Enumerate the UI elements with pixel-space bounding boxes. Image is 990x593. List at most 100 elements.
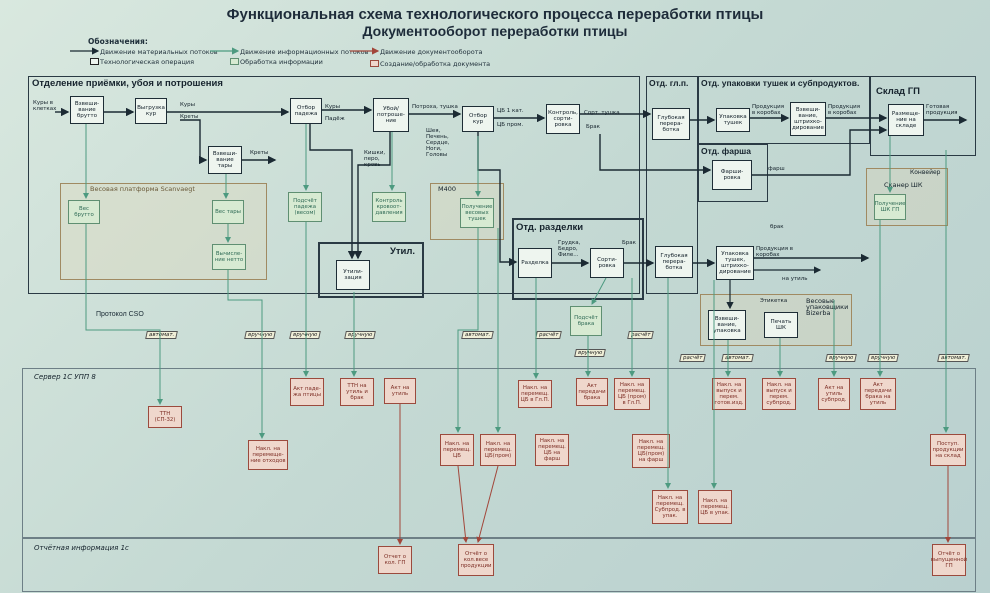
label-padezh: Падёж — [325, 116, 345, 122]
op-sorting-2: Сорти-ровка — [590, 248, 624, 278]
doc-receipt-warehouse: Поступ. продукции на склад — [930, 434, 966, 466]
info-to-ttn — [85, 224, 163, 405]
label-defect: Брак — [586, 124, 600, 130]
legend-doc-create: Создание/обработка документа — [380, 60, 491, 68]
label-kury: Куры — [180, 102, 195, 108]
op-utilization: Утили-зация — [336, 260, 370, 290]
info-to-waste — [227, 270, 265, 439]
doc-nakl-sub-pack: Накл. на перемещ. Субпрод. в упак. — [652, 490, 688, 524]
doc-nakl-cb-gp: Накл. на перемещ. ЦБ в Гл.П. — [518, 380, 552, 408]
flow-control-farsh — [599, 134, 712, 175]
label-cb-prom: ЦБ пром. — [497, 122, 524, 128]
doc-act-sub-util: Акт на утиль субпрод. — [818, 378, 850, 410]
info-to-nakl — [455, 228, 479, 433]
section-server-label: Сервер 1С УПП 8 — [34, 373, 96, 381]
diagram-title: Функциональная схема технологического пр… — [226, 6, 764, 23]
info-barcode-receive: Получение ШК ГП — [874, 194, 906, 220]
section-util-label: Утил. — [390, 246, 416, 257]
info-m400-receive: Получение весовых тушек — [460, 198, 494, 228]
doc-act-defect: Акт передачи брака — [576, 378, 608, 406]
section-server — [22, 368, 976, 538]
info-defect-count: Подсчёт брака — [570, 306, 602, 336]
section-gp — [646, 76, 698, 294]
label-subproducts: Шея, Печень, Сердце, Ноги, Головы — [426, 128, 450, 158]
section-scanner-label: Сканер ШК — [884, 181, 923, 189]
info-tare-weight: Вес тары — [212, 200, 244, 224]
doc-nakl-cb-pack: Накл. на перемещ. ЦБ в упак. — [698, 490, 732, 524]
section-sklad-label: Склад ГП — [876, 86, 920, 97]
doc-nakl-cb-prom: Накл. на перемещ. ЦБ(пром) — [480, 434, 516, 466]
label-krety-2: Креты — [250, 150, 269, 156]
doc-to-report-weight-2 — [476, 465, 499, 543]
label-products-boxes: Продукция в коробах — [752, 104, 784, 116]
section-receiving-label: Отделение приёмки, убоя и потрошения — [32, 78, 223, 89]
cso-protocol-label: Протокол CSO — [96, 311, 144, 318]
section-packing — [698, 76, 870, 144]
flow-farsh-place — [752, 125, 888, 176]
label-products-boxes-2: Продукция в коробах — [828, 104, 860, 116]
section-receiving — [28, 76, 640, 294]
label-cb1: ЦБ 1 кат. — [497, 108, 524, 114]
doc-nakl-waste: Накл. на перемеще-ние отходов — [248, 440, 288, 470]
doc-to-report-weight — [457, 465, 469, 543]
op-pack-carcass: Упаковка тушек — [716, 108, 750, 132]
section-m400-label: М400 — [438, 185, 457, 193]
flow-select-cutting — [477, 132, 518, 267]
doc-act-gp-util: Акт передачи брака на утиль — [860, 378, 896, 410]
label-farsh: фарш — [768, 166, 785, 172]
label-krety: Креты — [180, 114, 199, 120]
doc-ttn: ТТН (СП-32) — [148, 406, 182, 428]
op-farsh: Фарши-ровка — [712, 160, 752, 190]
doc-act-util: Акт на утиль — [384, 378, 416, 404]
label-defect-2: Брак — [622, 240, 636, 246]
doc-report-released-gp: Отчёт о выпущенной ГП — [931, 544, 967, 576]
label-grudka: Грудка, Бедро, Филе... — [558, 240, 581, 258]
section-bizerba-label: Весовые упаковщики Bizerba — [806, 297, 849, 317]
doc-nakl-cb-farsh: Накл. на перемещ. ЦБ на фарш — [535, 434, 569, 466]
section-farsh-label: Отд. фарша — [701, 146, 751, 156]
section-packing-label: Отд. упаковки тушек и субпродуктов. — [701, 78, 860, 88]
op-weigh-gross: Взвеши-вание брутто — [70, 96, 104, 124]
op-deep-processing-2: Глубокая перера-ботка — [655, 246, 693, 278]
section-razdelka-label: Отд. разделки — [516, 222, 584, 233]
legend-info-flow: Движение информационных потоков — [240, 48, 369, 56]
label-sort-carcass: Сорт. тушка — [584, 110, 620, 116]
label-potroha: Потроха, тушка — [412, 104, 458, 110]
section-sklad — [870, 76, 976, 156]
label-kury-2: Куры — [325, 104, 340, 110]
legend-doc-swatch — [370, 60, 379, 67]
doc-nakl-cbprom-gp: Накл. на перемещ. ЦБ (пром) в Гл.П. — [614, 378, 650, 410]
legend-info-proc: Обработка информации — [240, 58, 323, 66]
op-control: Контроль, сорти-ровка — [546, 104, 580, 134]
op-cutting: Разделка — [518, 248, 552, 278]
legend-info-swatch — [230, 58, 239, 65]
flow-slaughter-util — [353, 132, 391, 260]
doc-nakl-release-sub: Накл. на выпуск и перем. субпрод. — [762, 378, 796, 410]
section-platform-label: Весовая платформа Scanvaegt — [90, 185, 195, 193]
legend-doc-flow: Движение документооборота — [380, 48, 483, 56]
label-products-boxes-3: Продукция в коробах — [756, 246, 793, 258]
label-defect-3: брак — [770, 224, 784, 230]
section-report — [22, 538, 976, 592]
label-to-util: на утиль — [782, 276, 808, 282]
doc-nakl-release-gp: Накл. на выпуск и перем. готов.изд. — [712, 378, 746, 410]
op-weigh-label: Взвеши-вание, штрихко-дирование — [790, 102, 826, 136]
label-kury-krat: Куры в клетках — [33, 100, 57, 112]
section-util — [318, 242, 424, 298]
flow-crates-tare — [180, 119, 208, 165]
op-pack-label: Упаковка тушек, штрихко-дирование — [716, 246, 754, 280]
section-gp-label: Отд. гл.п. — [649, 78, 689, 88]
doc-ttn-util: ТТН на утиль и брак — [340, 378, 374, 406]
op-cull: Отбор падежа — [290, 98, 322, 124]
diagram-subtitle: Документооборот переработки птицы — [362, 23, 628, 39]
doc-report-gp-qty: Отчет о кол. ГП — [378, 546, 412, 574]
info-blood-control: Контроль кровоот-давления — [372, 192, 406, 222]
doc-nakl-cb-1: Накл. на перемещ. ЦБ — [440, 434, 474, 466]
legend-tech-op-swatch — [90, 58, 99, 65]
info-defect — [591, 277, 607, 305]
op-weigh-tare: Взвеши-вание тары — [208, 146, 242, 174]
section-farsh — [698, 144, 768, 202]
legend-heading: Обозначения: — [88, 37, 148, 46]
section-conveyor-label: Конвейер — [910, 169, 941, 176]
